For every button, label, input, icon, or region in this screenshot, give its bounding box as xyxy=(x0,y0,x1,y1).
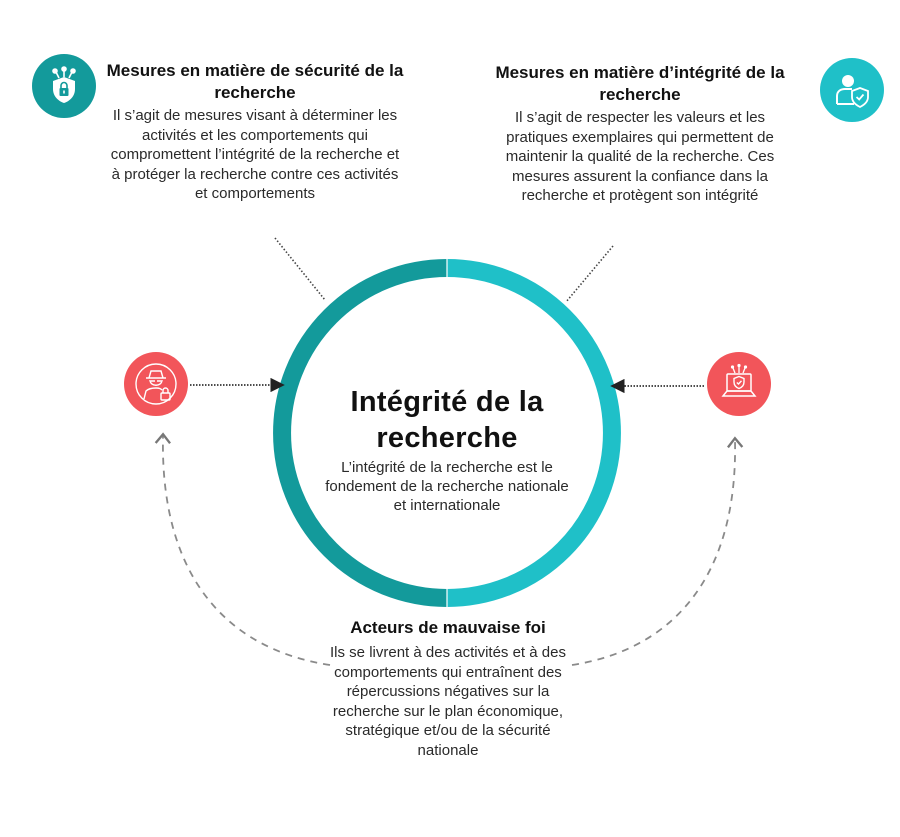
center-title: Intégrité de la recherche xyxy=(350,386,544,454)
laptop-shield-network-icon xyxy=(707,352,771,416)
shield-lock-network-icon xyxy=(32,54,96,118)
left-dashed-arc xyxy=(154,432,331,666)
security-measures-title: Mesures en matière de sécurité de la rec… xyxy=(106,61,404,102)
security-leader-line xyxy=(274,237,326,301)
center-block: Intégrité de la recherche L’intégrité de… xyxy=(322,384,572,515)
bad-actors-block: Acteurs de mauvaise foi Ils se livrent à… xyxy=(318,617,578,760)
integrity-measures-title: Mesures en matière d’intégrité de la rec… xyxy=(495,63,785,104)
security-measures-description: Il s’agit de mesures visant à déterminer… xyxy=(110,107,400,202)
spy-lock-icon xyxy=(124,352,188,416)
integrity-ring xyxy=(273,258,621,608)
right-dashed-arc xyxy=(571,436,744,666)
integrity-measures-description: Il s’agit de respecter les valeurs et le… xyxy=(505,109,775,204)
bad-actors-title: Acteurs de mauvaise foi xyxy=(350,618,546,637)
integrity-measures-block: Mesures en matière d’intégrité de la rec… xyxy=(480,62,800,206)
user-shield-check-icon xyxy=(820,58,884,122)
security-measures-block: Mesures en matière de sécurité de la rec… xyxy=(100,60,410,204)
center-description: L’intégrité de la recherche est le fonde… xyxy=(325,459,569,514)
bad-actors-description: Ils se livrent à des activités et à des … xyxy=(330,644,566,759)
integrity-leader-line xyxy=(565,245,614,303)
